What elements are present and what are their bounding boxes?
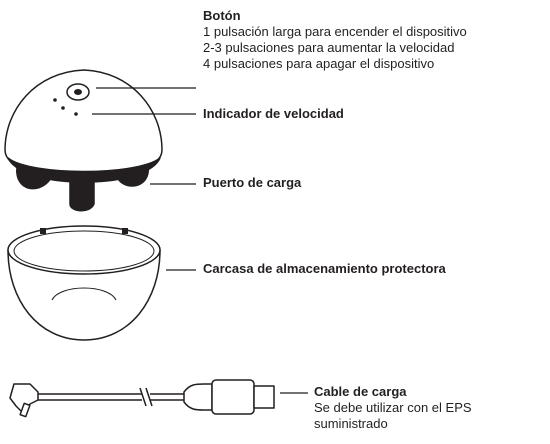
charging-port-title: Puerto de carga [203, 175, 302, 190]
charging-cable [9, 379, 275, 418]
storage-case-label: Carcasa de almacenamiento protectora [203, 261, 446, 277]
bowl-inner-floor [51, 287, 117, 301]
cable-wire [38, 393, 184, 401]
button-label: Botón 1 pulsación larga para encender el… [203, 8, 467, 72]
storage-case-title: Carcasa de almacenamiento protectora [203, 261, 446, 276]
cable-plug-tip [19, 402, 31, 418]
cable-break-mark [139, 387, 153, 407]
charging-cable-title: Cable de carga [314, 384, 407, 399]
cable-plug-angled [9, 383, 39, 415]
cable-usb-body [211, 379, 255, 415]
massager-device [4, 69, 163, 212]
cable-usb-neck [183, 383, 213, 411]
charging-cable-label: Cable de carga Se debe utilizar con el E… [314, 384, 472, 432]
bowl-rim-inner [13, 230, 155, 272]
bowl-rim [7, 225, 161, 275]
button-instruction-3: 4 pulsaciones para apagar el dispositivo [203, 56, 435, 71]
button-instruction-2: 2-3 pulsaciones para aumentar la velocid… [203, 40, 455, 55]
charging-cable-note-1: Se debe utilizar con el EPS [314, 400, 472, 415]
leader-lines [92, 87, 308, 394]
cable-usb-plug [253, 385, 275, 409]
speed-dot-2 [61, 106, 65, 110]
power-button-center [74, 89, 82, 95]
button-instruction-1: 1 pulsación larga para encender el dispo… [203, 24, 467, 39]
charging-cable-note-2: suministrado [314, 416, 388, 431]
bowl-clip-right [122, 228, 128, 234]
charging-port-label: Puerto de carga [203, 175, 301, 191]
speed-dot-1 [53, 98, 57, 102]
speed-indicator-title: Indicador de velocidad [203, 106, 344, 121]
storage-case [7, 225, 161, 341]
button-title: Botón [203, 8, 241, 23]
speed-indicator-label: Indicador de velocidad [203, 106, 344, 122]
dome-base [7, 157, 161, 183]
bowl-clip-left [40, 228, 46, 234]
speed-dot-3 [74, 112, 78, 116]
